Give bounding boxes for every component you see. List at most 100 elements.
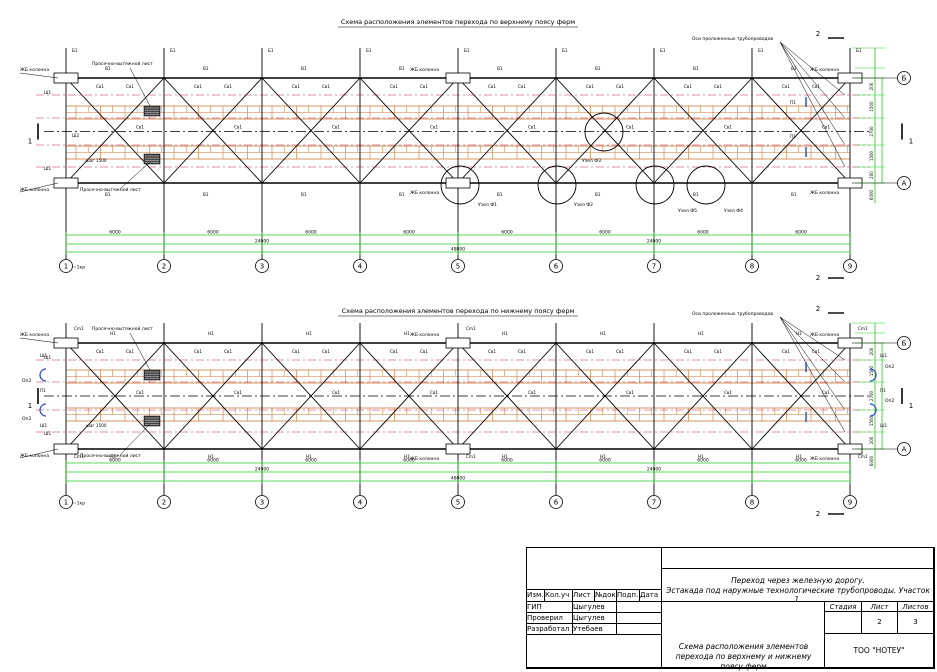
grid-axis-bubble <box>255 259 269 273</box>
leader <box>779 41 846 146</box>
brace-label: Св1 <box>626 125 634 130</box>
grid-axis-label: 1 <box>64 263 68 271</box>
tb-project-line1: Переход через железную дорогу. <box>731 576 865 585</box>
row-axis-bubble <box>897 442 911 456</box>
axis-ext-label: ~1кр <box>73 501 85 507</box>
column-label: ЖБ колонна <box>810 332 839 338</box>
n1-label: Н1 <box>110 454 116 459</box>
brace-label: Св1 <box>724 390 732 395</box>
tb-role-3: Разработал <box>527 624 573 635</box>
plan-title: Схема расположения элементов перехода по… <box>341 18 575 26</box>
brace-label: Св1 <box>782 349 790 354</box>
beam-label: Ш1 <box>44 431 51 436</box>
dim-total: 24000 <box>255 467 269 473</box>
tb-name-1: Цыгулев <box>573 602 617 613</box>
brace-label: Св1 <box>714 349 722 354</box>
grid-axis-bubble <box>353 259 367 273</box>
dim-vert-label: 6000 <box>869 189 874 200</box>
v1-label: В1 <box>497 192 503 197</box>
grid-axis-bubble <box>157 495 171 509</box>
b1-label: Б1 <box>758 48 764 53</box>
brace <box>555 77 655 184</box>
brace <box>555 342 655 450</box>
brace-label: Св1 <box>390 349 398 354</box>
tb-sheet-v: 2 <box>862 612 898 634</box>
column-label: ЖБ колонна <box>20 332 49 338</box>
brace-label: Св1 <box>332 125 340 130</box>
sheet-label: Просечно-вытяжной лист <box>80 452 141 459</box>
grid-axis-bubble <box>451 495 465 509</box>
grating-sheet <box>143 153 161 165</box>
grid-axis-label: 7 <box>652 499 656 507</box>
op2-label: Оп2 <box>885 398 894 404</box>
support-op2 <box>39 368 47 382</box>
brace <box>163 342 263 450</box>
tb-project <box>662 569 934 602</box>
brace-label: Св1 <box>420 84 428 89</box>
brace-label: Св1 <box>126 349 134 354</box>
brace-label: Св1 <box>528 125 536 130</box>
tb-sheets-h: Листов <box>898 602 934 612</box>
v1-label: В1 <box>693 66 699 71</box>
grid-axis-bubble <box>647 259 661 273</box>
brace-label: Св1 <box>322 349 330 354</box>
grid-axis-bubble <box>451 259 465 273</box>
grid-axis-label: 5 <box>456 263 460 271</box>
p1-label: П1 <box>880 388 886 393</box>
tb-sign-3 <box>617 624 662 635</box>
row-axis-bubble <box>897 176 911 190</box>
tb-company: ТОО "НОТЕУ" <box>825 634 934 668</box>
dim-span: 6000 <box>403 458 415 464</box>
n1-label: Н1 <box>306 331 312 336</box>
row-axis-label: Б <box>902 75 907 83</box>
section-mark-2-label: 2 <box>816 305 820 313</box>
brace <box>751 77 851 184</box>
b1-label: Б1 <box>562 48 568 53</box>
column-plate <box>53 337 79 349</box>
tb-stage-h: Стадия <box>825 602 862 612</box>
dim-vert-label: 6000 <box>869 455 874 466</box>
b1-label: Б1 <box>366 48 372 53</box>
tb-h-kol: Кол.уч <box>545 590 573 602</box>
dim-vert-label: 200 <box>869 436 874 444</box>
brace-label: Св1 <box>126 84 134 89</box>
leader <box>779 316 846 433</box>
brace-label: Св1 <box>224 84 232 89</box>
b1-label: Б1 <box>268 48 274 53</box>
cm1-label: Cm1 <box>858 326 868 331</box>
tb-h-list: Лист <box>573 590 595 602</box>
tb-h-ndok: №док <box>595 590 617 602</box>
grid-axis-bubble <box>745 495 759 509</box>
dim-span: 6000 <box>305 230 317 236</box>
dim-span: 6000 <box>697 458 709 464</box>
brace <box>653 77 753 184</box>
dim-span: 6000 <box>109 458 121 464</box>
b1-label: Б1 <box>170 48 176 53</box>
column-plate <box>53 443 79 455</box>
beam-label: Ш1 <box>44 90 51 95</box>
v1-label: В1 <box>203 192 209 197</box>
n1-label: Н1 <box>404 454 410 459</box>
brace-label: Св1 <box>488 349 496 354</box>
dim-vert-label: 2700 <box>869 390 874 401</box>
brace-label: Св1 <box>234 390 242 395</box>
dim-span: 6000 <box>501 458 513 464</box>
tb-drawing-title: Схема расположения элементов перехода по… <box>675 642 812 671</box>
tb-sign-2 <box>617 613 662 624</box>
b1-label: Б1 <box>72 48 78 53</box>
p1-label: П1 <box>790 100 796 105</box>
v1-label: В1 <box>301 192 307 197</box>
step-label: шаг 1500 <box>86 423 107 428</box>
sh1-label: Ш1 <box>880 353 887 358</box>
brace-label: Св1 <box>714 84 722 89</box>
grid-axis-bubble <box>647 495 661 509</box>
leader <box>119 161 151 190</box>
v1-label: В1 <box>595 192 601 197</box>
b1-label: Б1 <box>464 48 470 53</box>
grating-sheet <box>143 415 161 427</box>
dim-total: 48000 <box>451 247 465 253</box>
tb-stamp-area <box>527 548 662 590</box>
row-axis-label: А <box>902 180 907 188</box>
grid-axis-bubble <box>59 495 73 509</box>
leader <box>19 72 59 79</box>
